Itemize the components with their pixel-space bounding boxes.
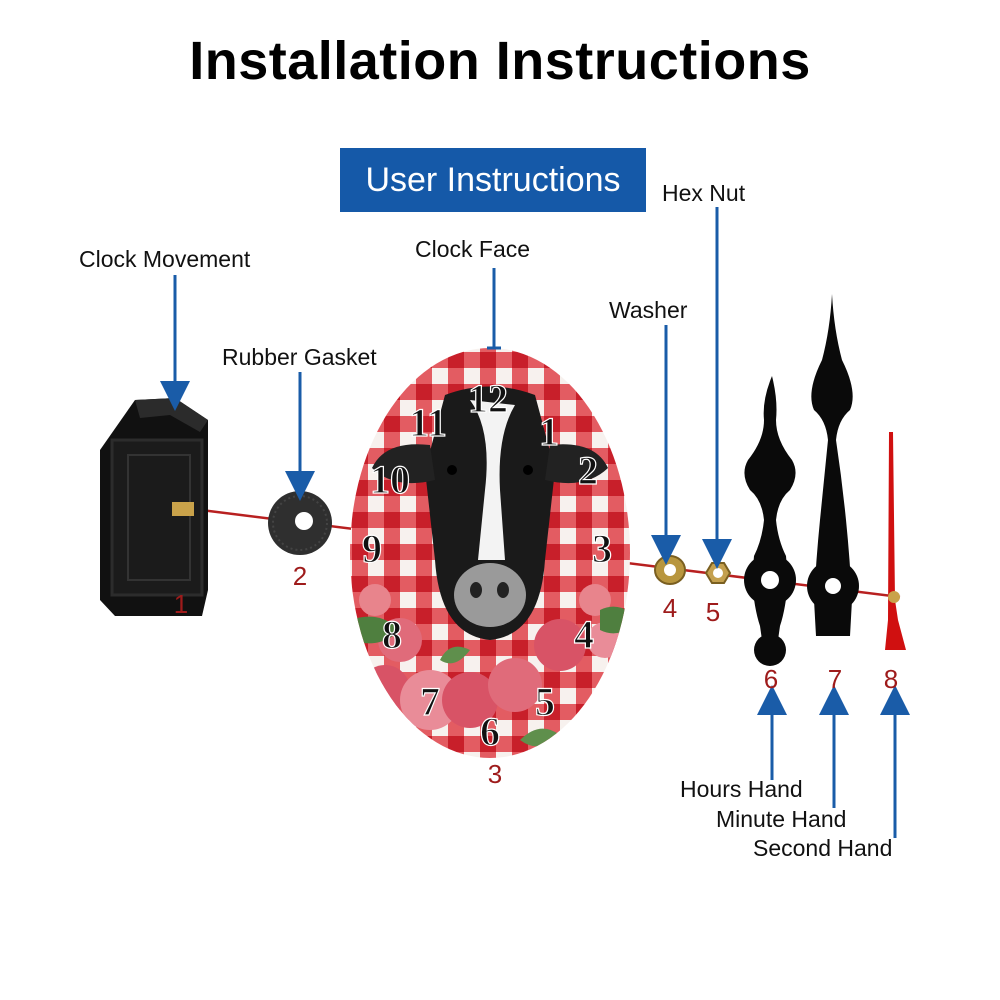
numeral-4: 4 [574,612,594,657]
number-4: 4 [662,593,678,623]
rubber-gasket-icon [268,491,332,555]
hour-hand-icon [744,376,796,666]
numeral-9: 9 [362,526,382,571]
label-second-hand: Second Hand [753,835,893,861]
second-hand-icon [885,432,906,650]
number-8: 8 [883,664,899,694]
number-7: 7 [827,664,843,694]
numeral-6: 6 [480,709,500,754]
numeral-5: 5 [535,679,555,724]
label-hex-nut: Hex Nut [662,180,746,206]
numeral-10: 10 [370,457,410,502]
numeral-8: 8 [382,612,402,657]
washer-icon [654,555,686,585]
number-3: 3 [487,759,503,789]
number-5: 5 [705,597,721,627]
number-2: 2 [292,561,308,591]
numeral-12: 12 [468,376,508,421]
numeral-7: 7 [420,679,440,724]
numeral-3: 3 [592,526,612,571]
label-hours-hand: Hours Hand [680,776,803,802]
label-clock-movement: Clock Movement [79,246,251,272]
label-washer: Washer [609,297,688,323]
label-clock-face: Clock Face [415,236,531,262]
numeral-11: 11 [409,400,447,445]
number-6: 6 [763,664,779,694]
numeral-2: 2 [578,448,598,493]
hex-nut-icon [704,562,732,584]
number-1: 1 [173,589,189,619]
label-rubber-gasket: Rubber Gasket [222,344,377,370]
clock-face-icon: 12 1 2 3 4 5 6 7 8 9 10 11 [350,348,630,758]
clock-movement-icon [100,398,208,616]
label-minute-hand: Minute Hand [716,806,847,832]
user-instructions-banner: User Instructions [340,148,646,212]
numeral-1: 1 [539,409,559,454]
minute-hand-icon [807,294,859,636]
page-title: Installation Instructions [189,31,811,91]
